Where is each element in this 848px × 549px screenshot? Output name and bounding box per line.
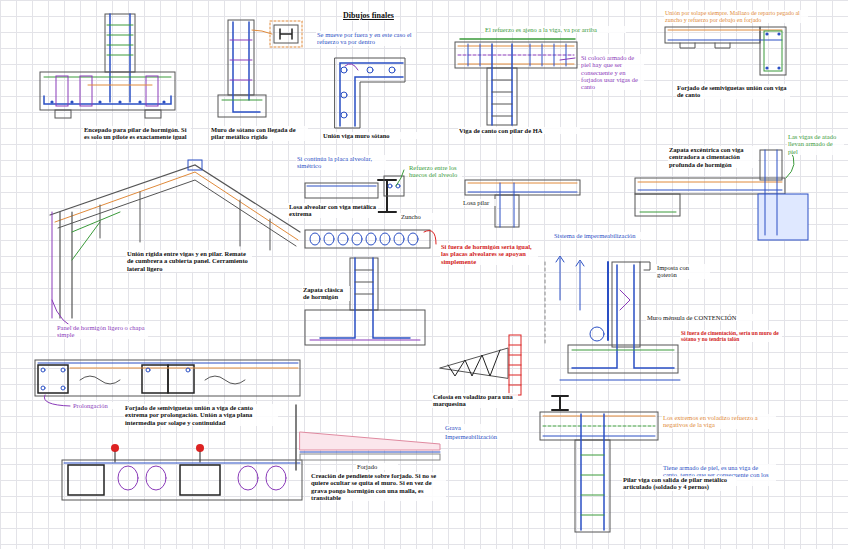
annotation-note: Muro de sótano con llegada de pilar metá…: [210, 126, 308, 141]
annotation-note: Zapata excéntrica con viga centradora a …: [668, 146, 758, 168]
annotation-note: El refuerzo es ajeno a la viga, va por a…: [484, 26, 626, 33]
basement-wall: [218, 20, 302, 117]
cantilever-truss: [440, 335, 521, 395]
roof-frame: [50, 160, 300, 330]
annotation-note: Losa pilar: [462, 199, 496, 206]
annotation-note: Grava: [444, 424, 486, 431]
annotation-note: Viga de canto con pilar de HA: [458, 127, 580, 134]
pile-cap: [40, 14, 175, 118]
annotation-note: Si fuera de hormigón sería igual, las pl…: [440, 243, 538, 265]
annotation-note: Sistema de impermeabilización: [553, 232, 643, 239]
annotation-note: Si continúa la placa alveolar, simétrico: [296, 155, 386, 170]
annotation-note: Imposta con goterón: [656, 264, 710, 279]
deep-beam-column: [455, 39, 577, 125]
annotation-note: Si colocó armado de piel hay que ser con…: [580, 54, 644, 90]
annotation-note: Muro ménsula de CONTENCIÓN: [646, 314, 768, 321]
annotation-note: Forjado de semiviguetas unión con viga d…: [676, 84, 790, 99]
annotation-note: Impermeabilización: [444, 433, 518, 440]
annotation-note: Si fuera de cimentación, sería un muro d…: [680, 330, 782, 342]
annotation-note: Pilar viga con salida de pilar metálico …: [622, 476, 736, 491]
annotation-note: Se mueve por fuera y en este caso el ref…: [316, 31, 416, 46]
beam-wall-joint: [335, 58, 405, 128]
spread-footing: [305, 258, 425, 345]
column-beam-steel: [540, 396, 658, 532]
annotation-note: Zuncho: [400, 213, 442, 220]
annotation-note: Las vigas de atado llevan armado de piel: [787, 133, 844, 155]
annotation-note: Unión viga muro sótano: [322, 132, 419, 139]
annotation-note: Los extremos en voladizo refuerzo a nega…: [662, 414, 776, 429]
annotation-note: Zapata clásica de hormigón: [302, 286, 350, 301]
annotation-note: Forjado de semiviguetas unión a viga de …: [124, 404, 278, 426]
joist-slab-row: [35, 360, 302, 500]
annotation-note: Creación de pendiente sobre forjado. Si …: [310, 472, 446, 501]
annotation-note: Unión rígida entre vigas y en pilar. Rem…: [126, 250, 252, 272]
sheet-title: Dibujos finales: [342, 12, 395, 21]
annotation-note: Forjado: [356, 463, 398, 470]
annotation-note: Celosía en voladizo para una marquesina: [432, 393, 518, 408]
annotation-note: Panel de hormigón ligero o chapa simple: [56, 324, 148, 339]
roof-slope: [296, 405, 440, 470]
annotation-note: Encepado para pilar de hormigón. Si es s…: [83, 126, 191, 141]
annotation-note: Losa alveolar con viga metálica extrema: [288, 203, 378, 218]
annotation-note: Refuerzo entre los huecos del alveolo: [408, 164, 462, 179]
joist-slab: [665, 27, 786, 75]
annotation-note: Unión por solape siempre. Mallazo de rep…: [664, 10, 808, 23]
